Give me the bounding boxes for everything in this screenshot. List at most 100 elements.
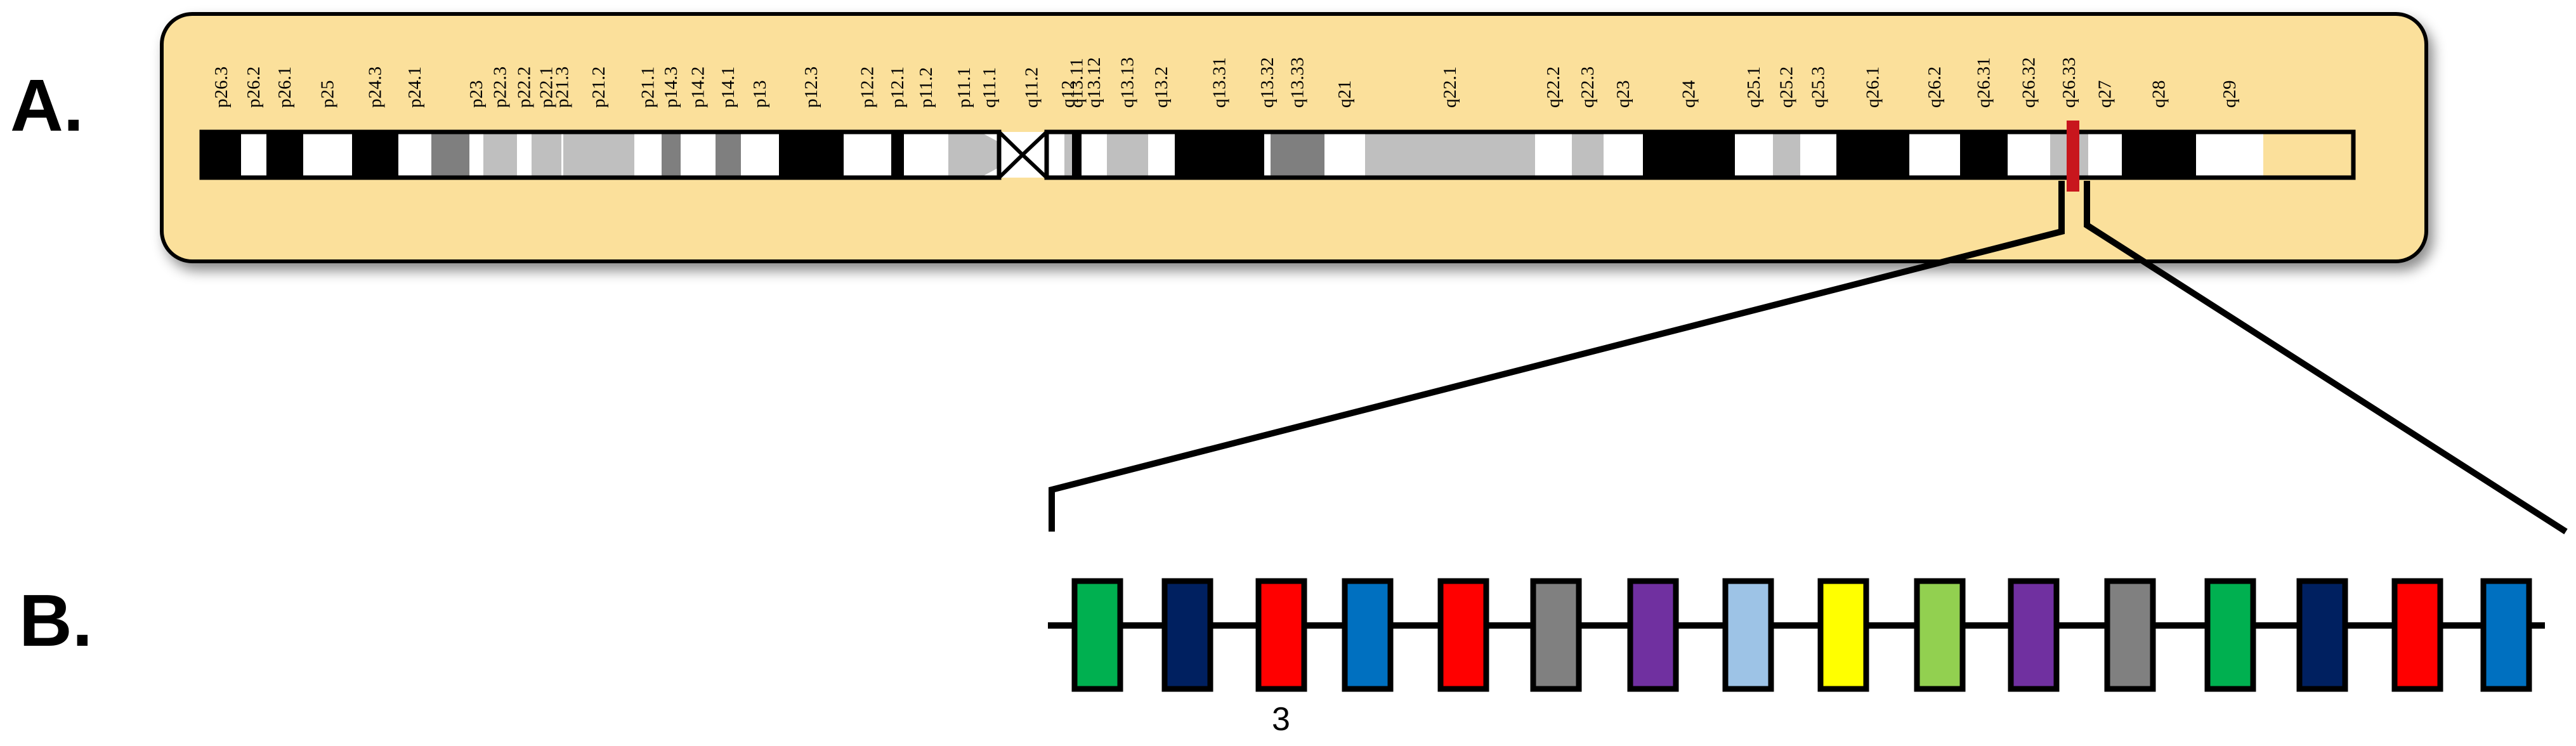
band-label-p26.2: p26.2 xyxy=(244,67,264,108)
band-q26.1 xyxy=(1836,132,1909,178)
band-q13.2 xyxy=(1148,132,1175,178)
band-q12 xyxy=(1064,132,1072,178)
gene-box-15 xyxy=(2391,578,2443,692)
band-label-q26.2: q26.2 xyxy=(1925,67,1945,108)
band-label-p12.3: p12.3 xyxy=(801,67,821,108)
gene-box-7 xyxy=(1627,578,1679,692)
band-p13 xyxy=(741,132,779,178)
band-label-q13.13: q13.13 xyxy=(1118,57,1138,108)
band-q13.12 xyxy=(1082,132,1107,178)
band-q23 xyxy=(1604,132,1643,178)
band-label-q26.32: q26.32 xyxy=(2019,57,2039,108)
band-q29 xyxy=(2196,132,2263,178)
gene-box-6 xyxy=(1530,578,1582,692)
gene-box-9 xyxy=(1817,578,1869,692)
band-p21.1 xyxy=(634,132,662,178)
gene-box-4 xyxy=(1342,578,1394,692)
band-label-q13.31: q13.31 xyxy=(1210,57,1230,108)
band-label-q12: q12 xyxy=(1058,81,1078,108)
band-label-q13.11: q13.11 xyxy=(1067,58,1087,108)
band-label-p14.1: p14.1 xyxy=(718,67,738,108)
band-q28 xyxy=(2122,132,2196,178)
band-p23 xyxy=(469,132,483,178)
band-label-q29: q29 xyxy=(2220,81,2240,108)
band-p11.2 xyxy=(904,132,948,178)
band-p12.1 xyxy=(891,132,904,178)
band-p26.2 xyxy=(241,132,266,178)
gene-box-11 xyxy=(2008,578,2060,692)
band-label-p12.2: p12.2 xyxy=(858,67,878,108)
band-label-p14.3: p14.3 xyxy=(661,67,681,108)
band-label-q26.33: q26.33 xyxy=(2059,57,2079,108)
band-q22.1 xyxy=(1365,132,1535,178)
band-p21.3 xyxy=(561,132,563,178)
band-p14.1 xyxy=(716,132,741,178)
band-label-q13.33: q13.33 xyxy=(1288,57,1308,108)
band-p14.2 xyxy=(681,132,716,178)
band-p24.1 xyxy=(398,132,431,178)
band-label-p26.3: p26.3 xyxy=(211,67,232,108)
band-label-p22.1: p22.1 xyxy=(537,67,557,108)
gene-box-14 xyxy=(2296,578,2348,692)
band-label-q28: q28 xyxy=(2149,81,2169,108)
band-p14.3 xyxy=(662,132,681,178)
band-label-q21: q21 xyxy=(1335,81,1355,108)
band-p22.1 xyxy=(532,132,561,178)
band-label-q26.1: q26.1 xyxy=(1863,67,1883,108)
band-label-p23: p23 xyxy=(466,81,487,108)
band-label-q24: q24 xyxy=(1679,80,1699,108)
band-unlabeled-6 xyxy=(431,132,469,178)
panel-label-a: A. xyxy=(10,64,84,147)
p-arm-outline xyxy=(199,129,1002,180)
band-label-p13: p13 xyxy=(750,81,770,108)
band-label-p12.1: p12.1 xyxy=(887,67,908,108)
band-label-p25: p25 xyxy=(318,81,338,108)
band-q26.2 xyxy=(1909,132,1960,178)
gene-box-10 xyxy=(1914,578,1966,692)
centromere-outline-right xyxy=(1019,130,1049,180)
gene-box-1 xyxy=(1071,578,1123,692)
gene-box-2 xyxy=(1161,578,1213,692)
gene-box-5 xyxy=(1437,578,1489,692)
band-p26.3 xyxy=(202,132,241,178)
gene-footnote: 3 xyxy=(1272,701,1290,738)
band-q25.1 xyxy=(1735,132,1773,178)
zoom-line-left xyxy=(1049,181,2065,532)
band-q26.32 xyxy=(2008,132,2050,178)
band-label-q25.3: q25.3 xyxy=(1808,67,1829,108)
band-label-q13.12: q13.12 xyxy=(1084,57,1104,108)
band-p21.2 xyxy=(563,132,634,178)
band-label-q11.2: q11.2 xyxy=(1022,67,1042,108)
band-q22.2 xyxy=(1535,132,1572,178)
band-q22.3 xyxy=(1572,132,1604,178)
gene-box-8 xyxy=(1722,578,1774,692)
band-q13.32 xyxy=(1264,132,1271,178)
band-label-p14.2: p14.2 xyxy=(688,67,709,108)
gene-box-12 xyxy=(2104,578,2156,692)
band-label-q22.3: q22.3 xyxy=(1578,67,1598,108)
band-label-q11.1: q11.1 xyxy=(979,67,1000,108)
band-p25 xyxy=(303,132,352,178)
band-q13.31 xyxy=(1175,132,1264,178)
band-label-q27: q27 xyxy=(2095,81,2115,108)
gene-box-3 xyxy=(1255,578,1307,692)
q-arm-outline xyxy=(1044,129,2356,180)
gene-cluster xyxy=(1048,578,2545,692)
chromosome-ideogram xyxy=(199,121,2356,192)
band-label-p21.2: p21.2 xyxy=(589,67,609,108)
band-p26.1 xyxy=(266,132,303,178)
band-label-q25.1: q25.1 xyxy=(1744,67,1764,108)
band-label-q23: q23 xyxy=(1613,81,1633,108)
band-label-q22.2: q22.2 xyxy=(1543,67,1564,108)
band-label-p22.3: p22.3 xyxy=(490,67,511,108)
band-q13.11 xyxy=(1072,132,1082,178)
band-label-q26.31: q26.31 xyxy=(1974,57,1994,108)
band-label-q13.32: q13.32 xyxy=(1257,57,1278,108)
gene-box-16 xyxy=(2480,578,2532,692)
band-q21 xyxy=(1324,132,1365,178)
band-label-p22.2: p22.2 xyxy=(514,67,535,108)
band-label-p21.3: p21.3 xyxy=(552,67,573,108)
highlighted-locus-marker xyxy=(2067,121,2079,192)
